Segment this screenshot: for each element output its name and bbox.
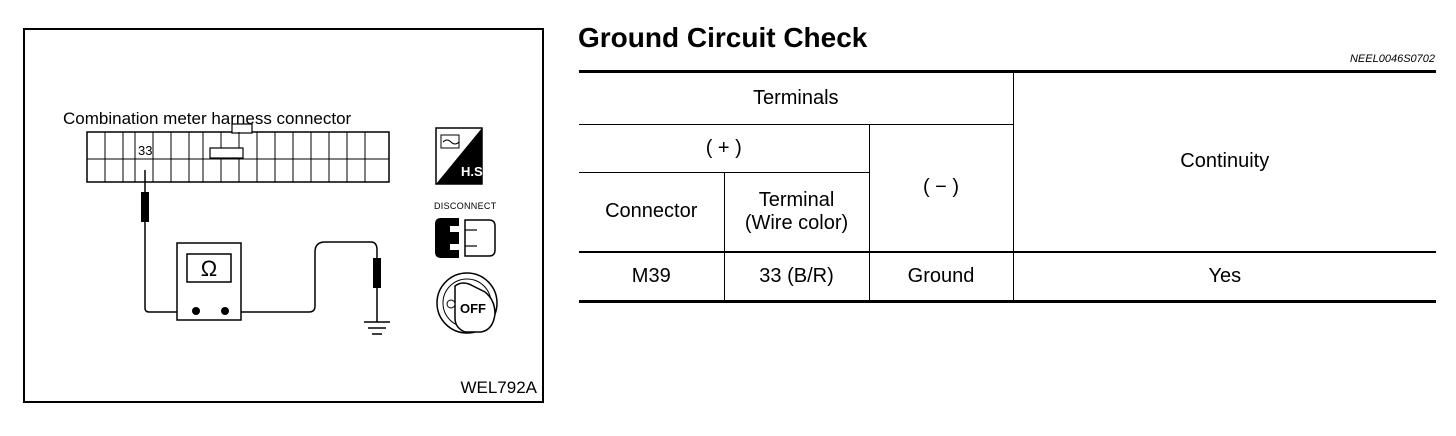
header-terminal-line1: Terminal [758,188,835,211]
hs-icon [435,127,483,185]
cell-minus: Ground [868,250,1014,302]
connector-pin-grid [87,132,389,182]
figure-code: WEL792A [460,378,537,397]
header-plus: ( + ) [579,124,870,173]
hs-label: H.S. [461,164,487,179]
ignition-off-icon [436,272,498,334]
disconnect-label: DISCONNECT [434,201,497,211]
pin-number-label: 33 [138,143,153,158]
probe-minus [373,258,381,288]
off-label: OFF [460,301,486,316]
header-terminal: Terminal (Wire color) [723,172,869,252]
ohmmeter-terminal-right [221,307,229,315]
table-row: M39 33 (B/R) Ground Yes [579,250,1437,302]
ohmmeter-terminal-left [192,307,200,315]
section-title: Ground Circuit Check [578,22,868,53]
header-continuity: Continuity [1012,71,1437,252]
header-minus: ( − ) [868,124,1014,252]
disconnect-icon [435,218,496,258]
cell-continuity: Yes [1012,250,1437,302]
connector-latch [231,123,253,134]
wiring-diagram-figure: Ω [23,28,544,403]
ground-circuit-check-table: Terminals Continuity ( + ) ( − ) Connect… [579,70,1437,303]
connector-label: Combination meter harness connector [63,109,352,128]
wiring-diagram-graphic: Ω [86,123,498,335]
wire-minus [241,241,378,313]
cell-connector: M39 [579,250,725,302]
wire-plus [144,222,177,313]
ohmmeter-display [186,253,232,283]
cell-terminal: 33 (B/R) [723,250,870,302]
probe-plus [141,192,149,222]
header-connector: Connector [579,172,725,252]
ground-symbol [364,321,390,335]
connector-key-slot [209,147,244,159]
ohm-symbol: Ω [201,256,217,281]
header-terminal-line2: (Wire color) [744,211,849,234]
header-terminals: Terminals [579,71,1014,125]
reference-code: NEEL0046S0702 [1349,53,1435,65]
